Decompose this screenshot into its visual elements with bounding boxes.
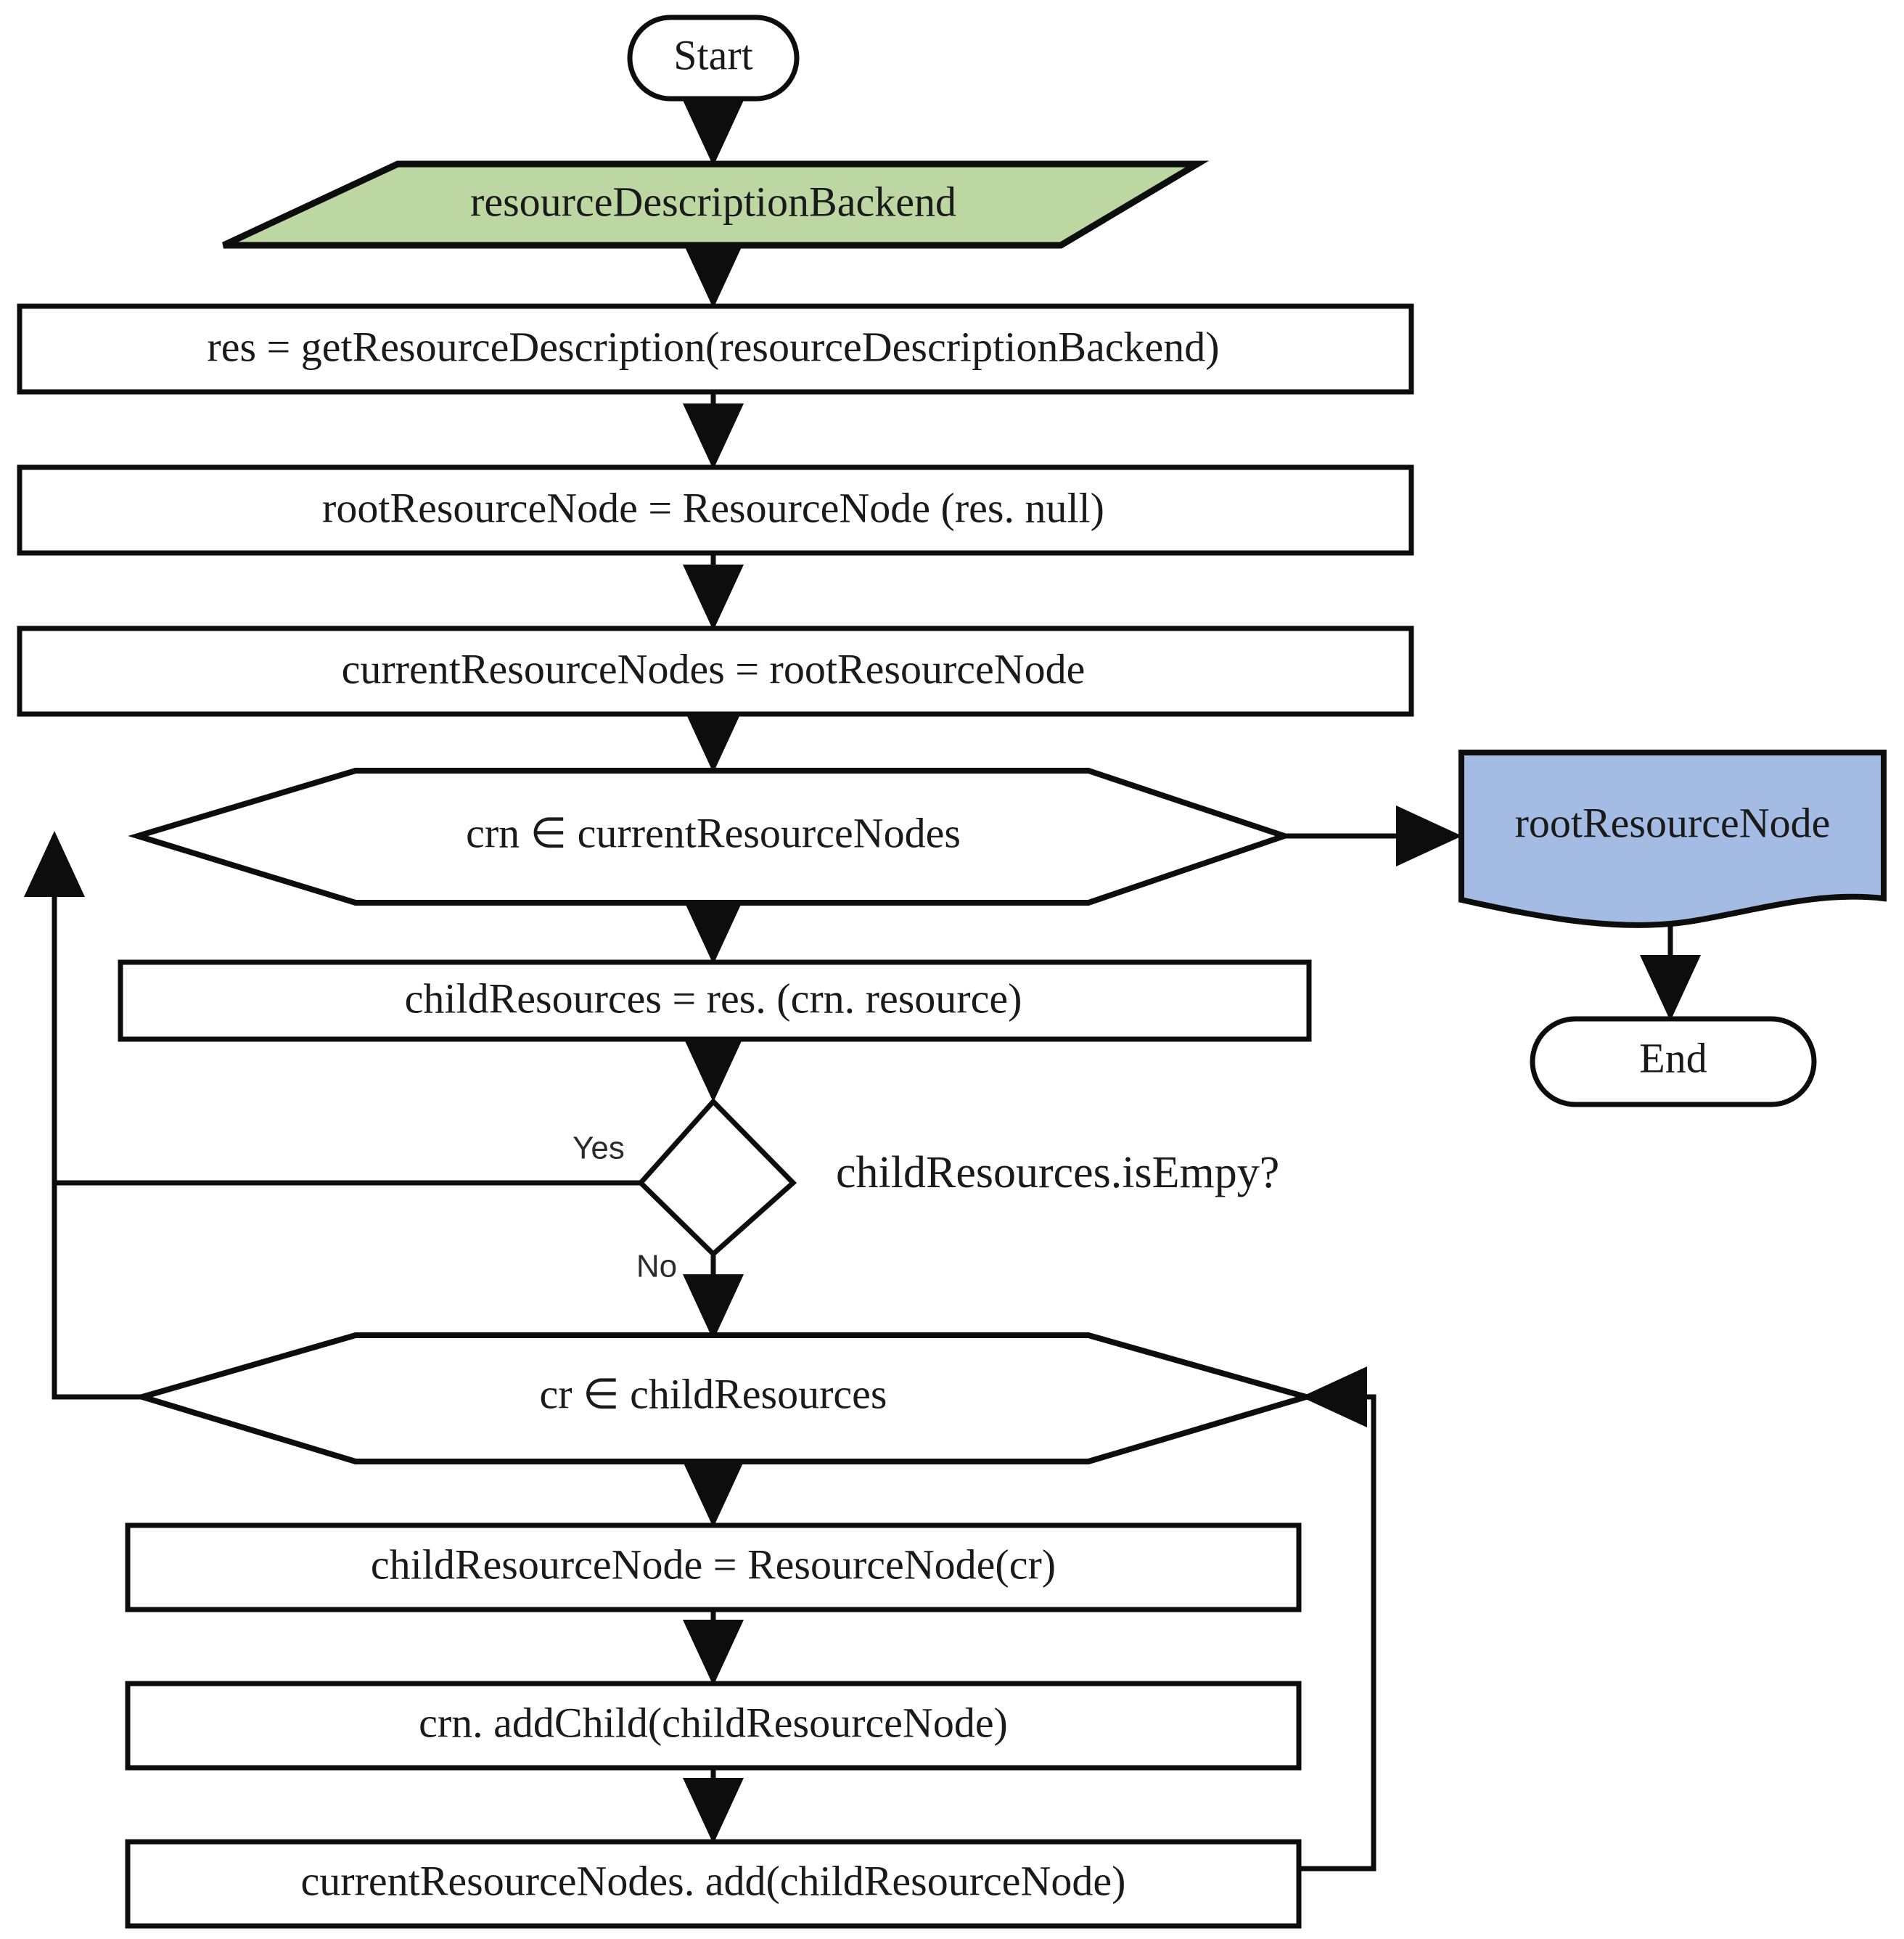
node-decision-is-empty-label: childResources.isEmpy?: [836, 1148, 1279, 1197]
node-start-label: Start: [673, 31, 753, 78]
node-start[interactable]: Start: [627, 15, 800, 102]
node-current-resource-nodes[interactable]: currentResourceNodes = rootResourceNode: [17, 626, 1414, 717]
node-loop-crn-label: crn ∈ currentResourceNodes: [466, 809, 961, 856]
node-child-resources-label: childResources = res. (crn. resource): [405, 975, 1022, 1022]
node-output-root-resource-node[interactable]: rootResourceNode: [1458, 750, 1887, 928]
node-add-child[interactable]: crn. addChild(childResourceNode): [125, 1681, 1302, 1771]
node-add-to-current-label: currentResourceNodes. add(childResourceN…: [300, 1857, 1125, 1904]
edge-addtocurrent-to-loopcr: [1299, 1366, 1376, 1872]
node-decision-is-empty[interactable]: childResources.isEmpy?: [637, 1097, 1279, 1258]
edge-label-yes: Yes: [573, 1131, 625, 1166]
node-child-resources[interactable]: childResources = res. (crn. resource): [118, 959, 1312, 1042]
edge-loopcr-to-left-rail: [52, 1183, 142, 1400]
node-input-backend-label: resourceDescriptionBackend: [470, 178, 956, 225]
node-get-resource-description-label: res = getResourceDescription(resourceDes…: [207, 323, 1219, 370]
connector-layer: [23, 99, 1701, 1872]
node-loop-crn[interactable]: crn ∈ currentResourceNodes: [128, 768, 1294, 906]
node-end-label: End: [1639, 1034, 1707, 1081]
node-child-resource-node[interactable]: childResourceNode = ResourceNode(cr): [125, 1522, 1302, 1612]
node-root-resource-node-label: rootResourceNode = ResourceNode (res. nu…: [322, 484, 1104, 531]
node-end[interactable]: End: [1530, 1016, 1817, 1107]
node-add-to-current[interactable]: currentResourceNodes. add(childResourceN…: [125, 1839, 1302, 1929]
node-add-child-label: crn. addChild(childResourceNode): [419, 1699, 1008, 1746]
node-loop-cr[interactable]: cr ∈ childResources: [131, 1332, 1317, 1464]
node-current-resource-nodes-label: currentResourceNodes = rootResourceNode: [342, 645, 1086, 692]
node-loop-cr-label: cr ∈ childResources: [540, 1370, 887, 1417]
edge-label-no: No: [636, 1249, 677, 1284]
node-input-backend[interactable]: resourceDescriptionBackend: [222, 160, 1210, 249]
node-child-resource-node-label: childResourceNode = ResourceNode(cr): [371, 1541, 1056, 1588]
node-output-root-resource-node-label: rootResourceNode: [1515, 799, 1831, 846]
node-root-resource-node[interactable]: rootResourceNode = ResourceNode (res. nu…: [17, 464, 1414, 556]
node-get-resource-description[interactable]: res = getResourceDescription(resourceDes…: [17, 303, 1414, 395]
